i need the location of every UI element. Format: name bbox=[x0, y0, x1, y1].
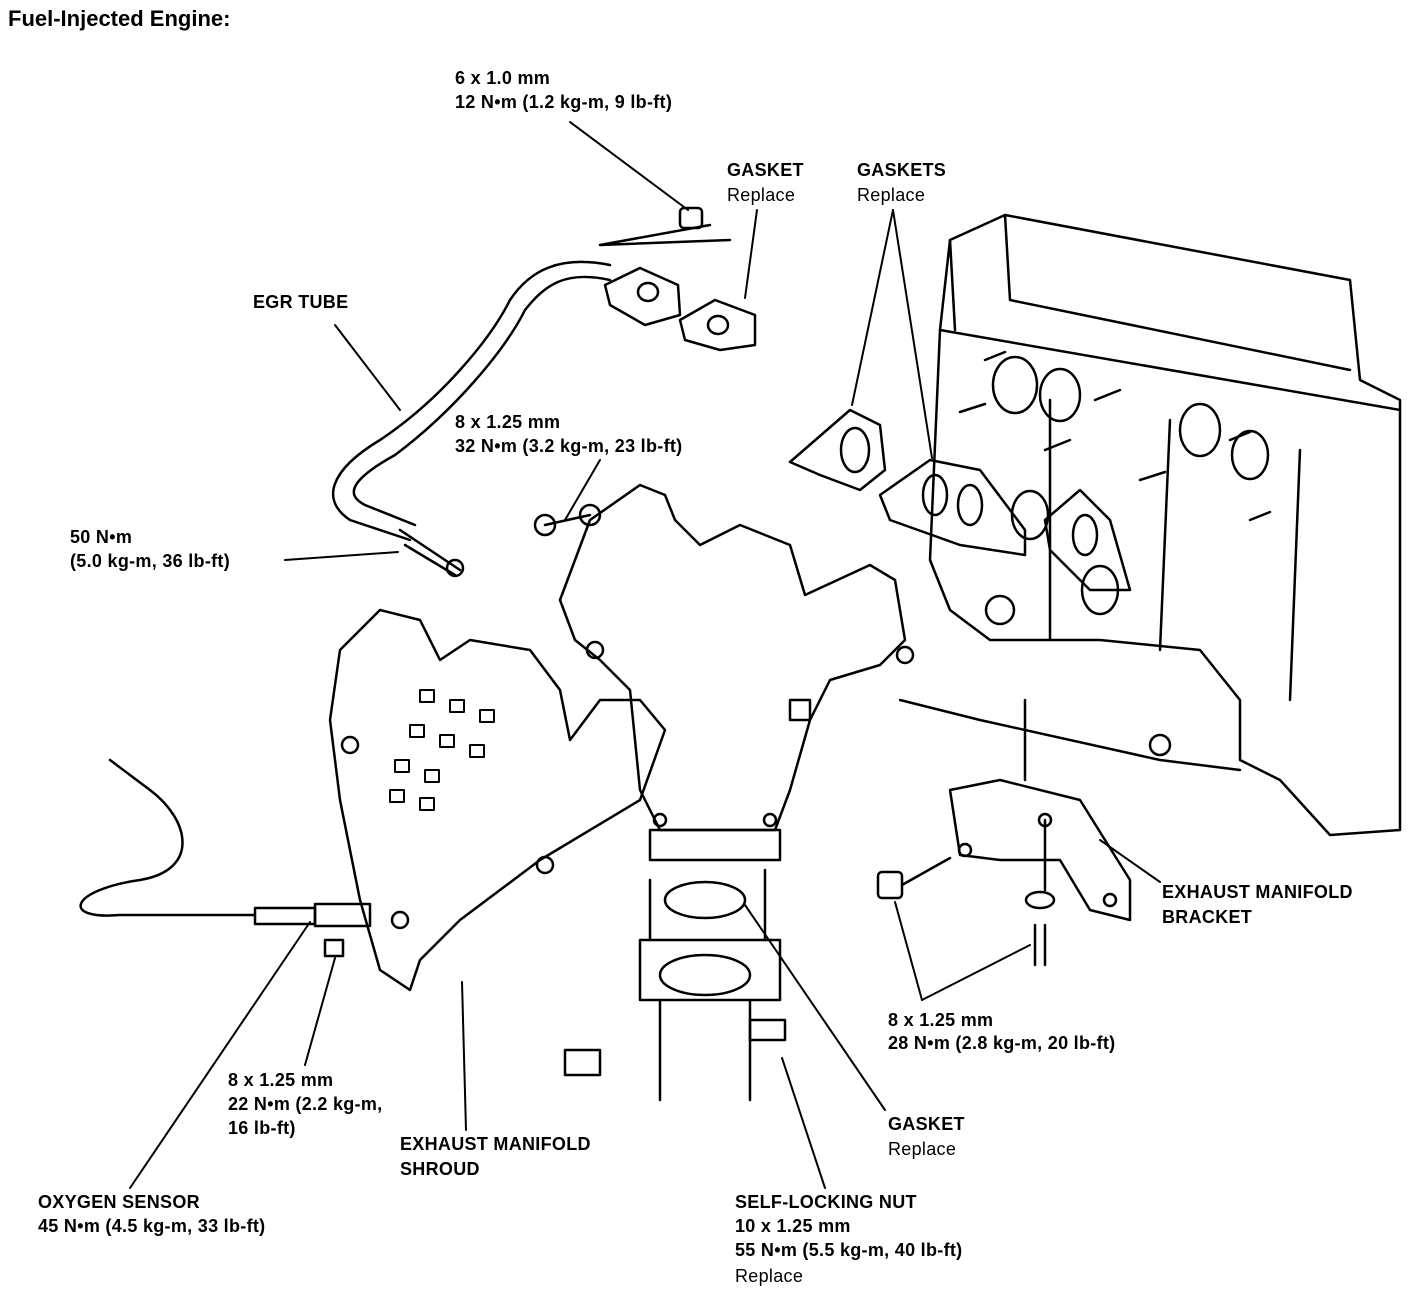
bracket-bolt-torque: 28 N•m (2.8 kg-m, 20 lb-ft) bbox=[888, 1033, 1116, 1053]
oxygen-sensor-torque: 45 N•m (4.5 kg-m, 33 lb-ft) bbox=[38, 1216, 266, 1236]
shroud-bolt-size: 8 x 1.25 mm bbox=[228, 1070, 334, 1090]
engine-block bbox=[898, 213, 1402, 837]
self-locking-nut-size: 10 x 1.25 mm bbox=[735, 1216, 851, 1236]
shroud-label-2: SHROUD bbox=[400, 1159, 480, 1179]
manifold-nut-size: 8 x 1.25 mm bbox=[455, 412, 561, 432]
egr-fitting-torque-alt: (5.0 kg-m, 36 lb-ft) bbox=[70, 551, 231, 571]
exhaust-pipe bbox=[563, 868, 787, 1102]
manifold-nut-torque: 32 N•m (3.2 kg-m, 23 lb-ft) bbox=[455, 436, 683, 456]
oxygen-sensor-label: OXYGEN SENSOR bbox=[38, 1192, 200, 1212]
page-title: Fuel-Injected Engine: bbox=[8, 6, 231, 31]
leader-lines bbox=[129, 121, 1161, 1189]
bracket-bolt-size: 8 x 1.25 mm bbox=[888, 1010, 994, 1030]
manifold-gaskets-note: Replace bbox=[857, 185, 926, 205]
bracket-label-2: BRACKET bbox=[1162, 907, 1253, 927]
egr-tube-label: EGR TUBE bbox=[253, 292, 349, 312]
self-locking-nut-note: Replace bbox=[735, 1266, 804, 1286]
egr-gasket-label: GASKET bbox=[727, 160, 804, 180]
exhaust-manifold bbox=[533, 483, 915, 862]
exhaust-manifold-bracket bbox=[876, 698, 1132, 967]
shroud-bolt-torque-1: 22 N•m (2.2 kg-m, bbox=[228, 1094, 383, 1114]
manifold-gaskets-label: GASKETS bbox=[857, 160, 947, 180]
egr-nut-torque: 12 N•m (1.2 kg-m, 9 lb-ft) bbox=[455, 92, 673, 112]
egr-gasket-note: Replace bbox=[727, 185, 796, 205]
self-locking-nut-label: SELF-LOCKING NUT bbox=[735, 1192, 917, 1212]
self-locking-nut-torque: 55 N•m (5.5 kg-m, 40 lb-ft) bbox=[735, 1240, 963, 1260]
oxygen-sensor bbox=[79, 758, 372, 958]
bracket-label-1: EXHAUST MANIFOLD bbox=[1162, 882, 1353, 902]
shroud-label-1: EXHAUST MANIFOLD bbox=[400, 1134, 591, 1154]
exhaust-manifold-shroud bbox=[328, 608, 667, 992]
egr-nut-size: 6 x 1.0 mm bbox=[455, 68, 551, 88]
egr-tube bbox=[332, 206, 732, 578]
gaskets bbox=[603, 266, 1132, 592]
shroud-bolt-torque-2: 16 lb-ft) bbox=[228, 1118, 296, 1138]
pipe-gasket-label: GASKET bbox=[888, 1114, 965, 1134]
egr-fitting-torque: 50 N•m bbox=[70, 527, 133, 547]
pipe-gasket-note: Replace bbox=[888, 1139, 957, 1159]
